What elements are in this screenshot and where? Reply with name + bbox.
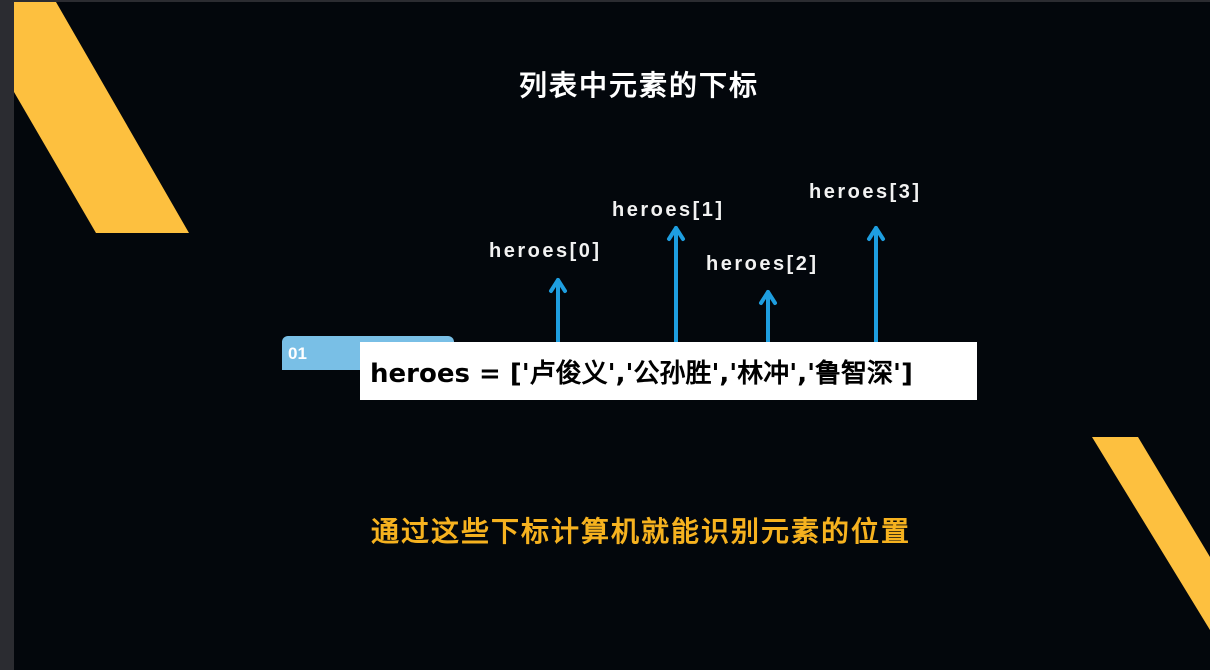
section-number: 01 — [288, 344, 307, 363]
up-arrow-icon — [667, 226, 685, 348]
up-arrow-icon — [759, 290, 777, 348]
index-label-0: heroes[0] — [489, 240, 602, 262]
decorative-stripes — [14, 2, 1210, 630]
code-box: heroes = ['卢俊义','公孙胜','林冲','鲁智深'] — [360, 342, 977, 400]
slide-title: 列表中元素的下标 — [518, 69, 759, 102]
slide-caption: 通过这些下标计算机就能识别元素的位置 — [371, 515, 912, 548]
index-arrows — [549, 226, 885, 348]
top-left-stripe — [14, 2, 189, 233]
up-arrow-icon — [867, 226, 885, 348]
slide: 列表中元素的下标 heroes[0] heroes[1] heroes[2] h… — [14, 2, 1210, 670]
index-label-2: heroes[2] — [706, 253, 819, 275]
index-label-3: heroes[3] — [809, 181, 922, 203]
index-label-1: heroes[1] — [612, 199, 725, 221]
code-line: heroes = ['卢俊义','公孙胜','林冲','鲁智深'] — [370, 358, 913, 389]
up-arrow-icon — [549, 278, 567, 348]
bottom-right-stripe — [1092, 437, 1210, 630]
